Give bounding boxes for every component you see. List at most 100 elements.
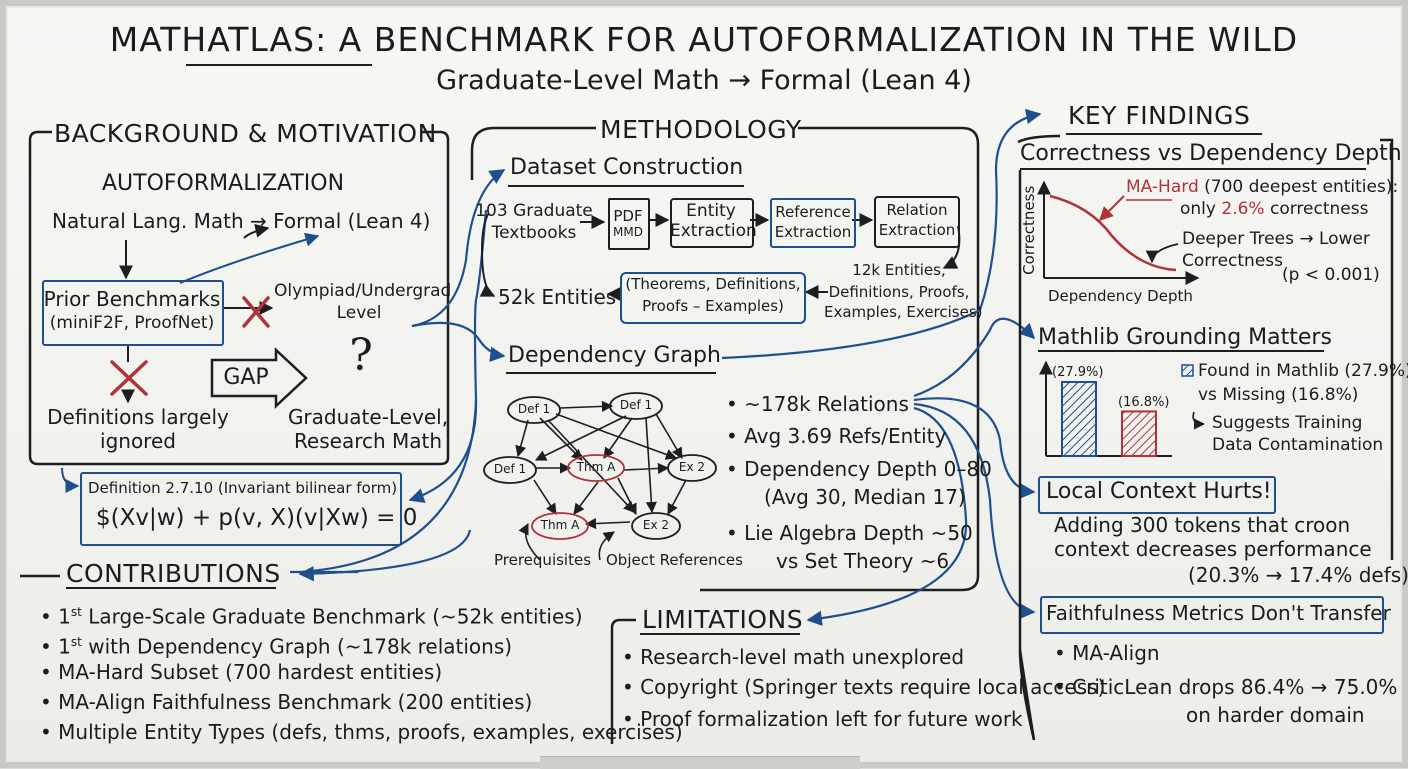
limitation-item: • Copyright (Springer texts require loca…	[622, 675, 1106, 699]
object-references-label: Object References	[606, 551, 743, 569]
prior-benchmarks-examples: (miniF2F, ProofNet)	[49, 313, 215, 333]
correctness-xlabel: Dependency Depth	[1048, 287, 1193, 305]
ma-hard-note: MA-Hard (700 deepest entities):	[1126, 177, 1399, 197]
textbooks-label-2: Textbooks	[491, 223, 577, 243]
faithfulness-box	[1040, 596, 1384, 634]
stat-set-theory: vs Set Theory ~6	[776, 549, 950, 573]
bar-label-missing: (16.8%)	[1118, 395, 1170, 410]
stat-depth-avg-median: (Avg 30, Median 17)	[764, 485, 966, 509]
correctness-ylabel: Correctness	[1019, 185, 1038, 275]
dataset-construction-heading: Dataset Construction	[510, 155, 744, 180]
research-math-label: Research Math	[293, 429, 443, 453]
faithfulness-item-ma-align: • MA-Align	[1054, 641, 1160, 665]
bar-found-in-mathlib	[1061, 381, 1097, 457]
entity-types-line2: Proofs – Examples)	[642, 297, 784, 315]
twelve-k-entities-line1: 12k Entities,	[852, 261, 946, 279]
methodology-heading: METHODOLOGY	[600, 115, 802, 144]
graph-node-def1-b: Def 1	[619, 398, 653, 412]
contribution-item: • MA-Align Faithfulness Benchmark (200 e…	[40, 690, 533, 714]
prerequisites-label: Prerequisites	[494, 551, 592, 569]
graph-node-def1-a: Def 1	[517, 402, 551, 416]
stat-dependency-depth: • Dependency Depth 0–80	[726, 457, 992, 481]
nl-to-formal-label: Natural Lang. Math → Formal (Lean 4)	[52, 209, 431, 233]
olympiad-label: Olympiad/Undergrad	[274, 281, 452, 301]
contribution-item: • 1st Large-Scale Graduate Benchmark (~5…	[40, 604, 583, 629]
graph-node-def1-c: Def 1	[493, 462, 527, 476]
stat-relations: • ~178k Relations	[726, 392, 909, 416]
limitations-heading: LIMITATIONS	[642, 605, 804, 634]
graduate-level-label: Graduate-Level,	[287, 405, 449, 429]
deeper-trees-label: Deeper Trees → Lower	[1182, 229, 1370, 249]
deeper-trees-label-2: Correctness	[1182, 251, 1283, 271]
mathlib-heading: Mathlib Grounding Matters	[1038, 325, 1332, 350]
limitation-item: • Proof formalization left for future wo…	[622, 707, 1023, 731]
limitation-item: • Research-level math unexplored	[622, 645, 965, 669]
mmd-label: MMD	[613, 225, 643, 239]
definitions-ignored-label: Definitions largely	[47, 405, 229, 429]
page-title: MATHATLAS: A BENCHMARK FOR AUTOFORMALIZA…	[109, 20, 1299, 59]
bar-missing	[1121, 410, 1157, 457]
graph-node-thma-b: Thm A	[540, 518, 580, 532]
faithfulness-heading: Faithfulness Metrics Don't Transfer	[1046, 601, 1391, 625]
suggests-training-label: Suggests Training	[1212, 413, 1363, 433]
entity-types-line1: (Theorems, Definitions,	[625, 275, 801, 293]
marker-tray	[540, 756, 860, 769]
faithfulness-item-criticlean-2: on harder domain	[1186, 703, 1365, 727]
graph-node-ex2-b: Ex 2	[642, 518, 670, 532]
contributions-heading: CONTRIBUTIONS	[66, 559, 281, 588]
key-findings-heading: KEY FINDINGS	[1068, 101, 1251, 130]
contributions-list: • 1st Large-Scale Graduate Benchmark (~5…	[40, 597, 683, 747]
local-context-line3: (20.3% → 17.4% defs)	[1188, 563, 1408, 587]
twelve-k-entities-line2: Definitions, Proofs,	[828, 283, 970, 301]
pdf-label: PDF	[613, 207, 643, 225]
bar-label-found: (27.9%)	[1052, 365, 1104, 380]
local-context-line1: Adding 300 tokens that croon	[1054, 513, 1351, 537]
data-contamination-label: Data Contamination	[1212, 435, 1384, 455]
entity-types-box	[620, 272, 806, 324]
background-heading: BACKGROUND & MOTIVATION	[54, 119, 437, 148]
contribution-item: • 1st with Dependency Graph (~178k relat…	[40, 634, 513, 659]
definition-box	[80, 472, 402, 546]
local-context-heading: Local Context Hurts!	[1046, 479, 1272, 504]
relation-extraction-box	[874, 196, 960, 248]
local-context-line2: context decreases performance	[1054, 537, 1372, 561]
definitions-ignored-label-2: ignored	[100, 429, 176, 453]
contribution-item: • Multiple Entity Types (defs, thms, pro…	[40, 720, 683, 744]
prior-benchmarks-title: Prior Benchmarks	[43, 287, 221, 311]
gap-label: GAP	[223, 365, 269, 390]
entity-extraction-box	[670, 198, 754, 248]
olympiad-level-label: Level	[336, 303, 382, 323]
pdf-icon	[608, 198, 650, 250]
mathlib-legend-missing: vs Missing (16.8%)	[1198, 385, 1359, 405]
contribution-item: • MA-Hard Subset (700 hardest entities)	[40, 660, 443, 684]
entity-extraction-line1: Entity	[686, 201, 736, 221]
textbooks-label: 103 Graduate	[475, 201, 593, 221]
page-subtitle: Graduate-Level Math → Formal (Lean 4)	[436, 65, 972, 96]
mathlib-legend-found: Found in Mathlib (27.9%)	[1198, 361, 1408, 381]
reference-extraction-line1: Reference	[775, 203, 851, 221]
p-value-label: (p < 0.001)	[1282, 265, 1380, 285]
graph-node-ex2-a: Ex 2	[678, 460, 706, 474]
prior-benchmarks-box	[42, 280, 224, 346]
relation-extraction-line1: Relation	[886, 201, 948, 219]
faithfulness-item-criticlean: • CriticLean drops 86.4% → 75.0%	[1054, 675, 1398, 699]
dependency-graph-heading: Dependency Graph	[508, 343, 721, 368]
local-context-box	[1038, 476, 1276, 514]
stat-lie-algebra: • Lie Algebra Depth ~50	[726, 521, 973, 545]
stat-refs-per-entity: • Avg 3.69 Refs/Entity	[726, 424, 947, 448]
graph-node-thma-a: Thm A	[576, 460, 616, 474]
definition-label: Definition 2.7.10 (Invariant bilinear fo…	[88, 479, 398, 497]
entity-extraction-line2: Extraction	[670, 221, 757, 241]
entities-count-label: 52k Entities	[498, 285, 617, 309]
relation-extraction-line2: Extraction	[878, 221, 956, 239]
correctness-heading: Correctness vs Dependency Depth	[1020, 141, 1402, 166]
twelve-k-entities-line3: Examples, Exercises)	[824, 303, 983, 321]
definition-formula: $(Xv|w) + p(v, X)(v|Xw) = 0	[96, 505, 418, 531]
autoformalization-label: AUTOFORMALIZATION	[102, 171, 345, 196]
question-mark: ?	[349, 330, 373, 381]
reference-extraction-box	[770, 198, 856, 248]
reference-extraction-line2: Extraction	[774, 223, 852, 241]
ma-hard-correctness: only 2.6% correctness	[1180, 199, 1369, 219]
